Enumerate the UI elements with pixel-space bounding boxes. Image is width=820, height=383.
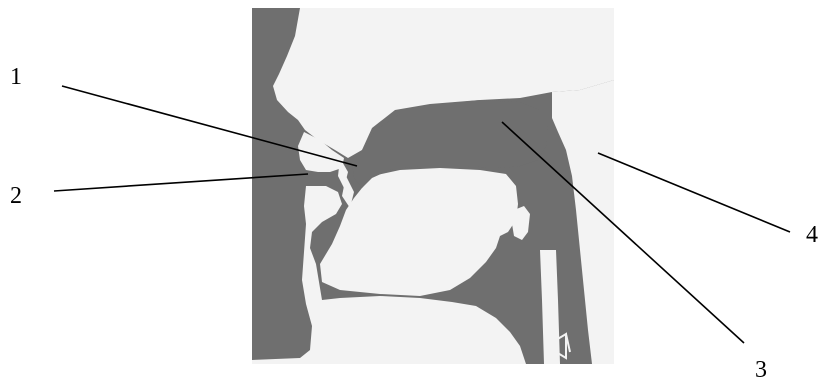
callout-4-leader [598,153,790,232]
callout-2-label: 2 [10,183,22,209]
callout-4-label: 4 [806,222,818,248]
top-crop-edge [0,0,820,4]
callout-3-label: 3 [755,357,767,383]
callout-1-label: 1 [10,64,22,90]
illustration [252,8,614,364]
